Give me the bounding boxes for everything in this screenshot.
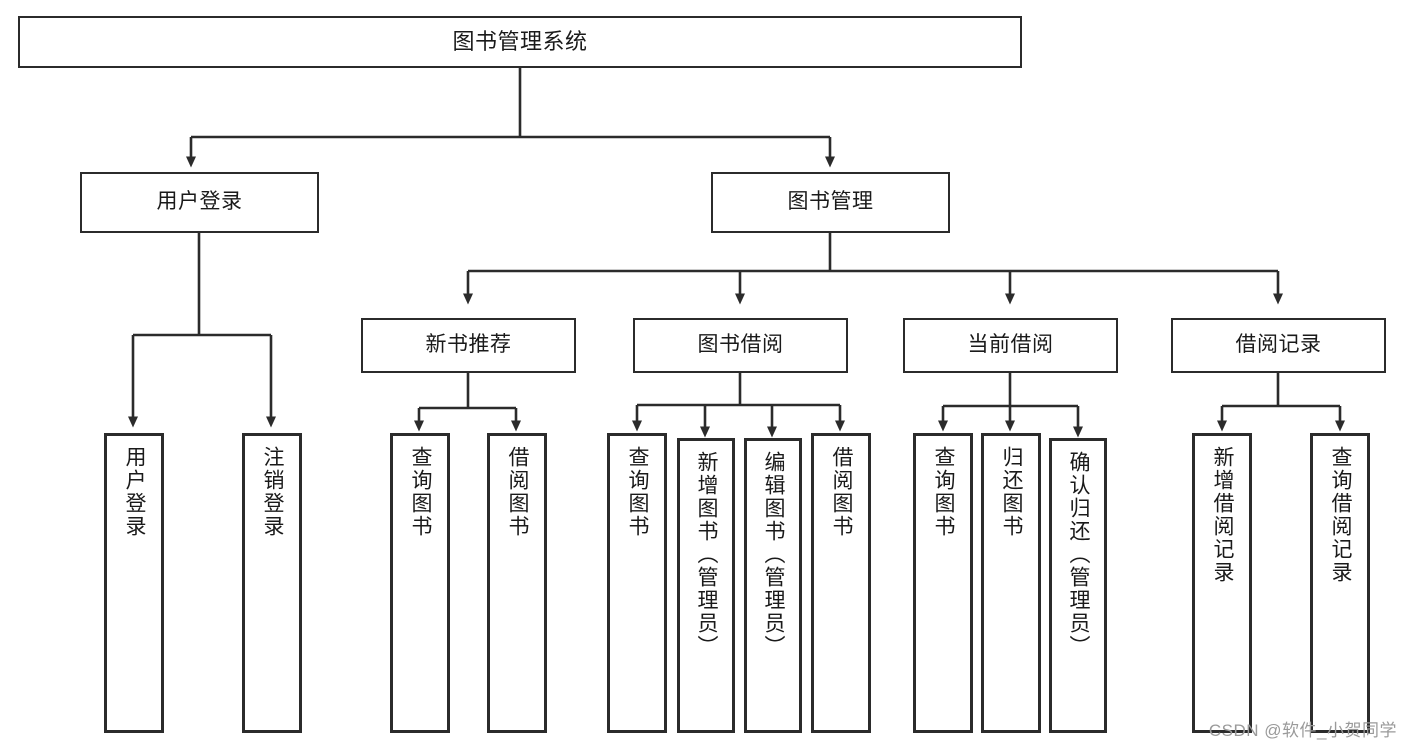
node-leaf-confirm-return-label: 确认归还（管理员） xyxy=(1067,451,1091,658)
node-leaf-return-book-label: 归还图书 xyxy=(1000,446,1024,538)
node-new-book-recommend[interactable]: 新书推荐 xyxy=(361,318,576,373)
node-leaf-query-record-label: 查询借阅记录 xyxy=(1329,446,1353,584)
node-leaf-query-book-2[interactable]: 查询图书 xyxy=(607,433,667,733)
node-borrow-record[interactable]: 借阅记录 xyxy=(1171,318,1386,373)
node-leaf-add-record[interactable]: 新增借阅记录 xyxy=(1192,433,1252,733)
node-leaf-logout-login[interactable]: 注销登录 xyxy=(242,433,302,733)
node-leaf-query-book-1-label: 查询图书 xyxy=(409,446,433,538)
node-leaf-borrow-book-2-label: 借阅图书 xyxy=(830,446,854,538)
node-leaf-borrow-book-2[interactable]: 借阅图书 xyxy=(811,433,871,733)
node-leaf-query-book-2-label: 查询图书 xyxy=(626,446,650,538)
node-borrow-record-label: 借阅记录 xyxy=(1235,333,1322,357)
node-current-borrow-label: 当前借阅 xyxy=(967,333,1054,357)
node-leaf-edit-book-label: 编辑图书（管理员） xyxy=(762,451,786,658)
node-leaf-return-book[interactable]: 归还图书 xyxy=(981,433,1041,733)
node-book-manage[interactable]: 图书管理 xyxy=(711,172,950,233)
node-leaf-query-book-3-label: 查询图书 xyxy=(932,446,956,538)
node-leaf-query-record[interactable]: 查询借阅记录 xyxy=(1310,433,1370,733)
node-leaf-query-book-3[interactable]: 查询图书 xyxy=(913,433,973,733)
node-leaf-query-book-1[interactable]: 查询图书 xyxy=(390,433,450,733)
node-book-manage-label: 图书管理 xyxy=(787,190,874,214)
node-current-borrow[interactable]: 当前借阅 xyxy=(903,318,1118,373)
node-new-book-recommend-label: 新书推荐 xyxy=(425,333,512,357)
node-leaf-user-login[interactable]: 用户登录 xyxy=(104,433,164,733)
node-leaf-add-book[interactable]: 新增图书（管理员） xyxy=(677,438,735,733)
node-leaf-borrow-book-1[interactable]: 借阅图书 xyxy=(487,433,547,733)
node-leaf-add-book-label: 新增图书（管理员） xyxy=(695,451,719,658)
node-root[interactable]: 图书管理系统 xyxy=(18,16,1022,68)
node-user-login-label: 用户登录 xyxy=(156,190,243,214)
node-leaf-edit-book[interactable]: 编辑图书（管理员） xyxy=(744,438,802,733)
node-book-borrow-label: 图书借阅 xyxy=(697,333,784,357)
node-leaf-confirm-return[interactable]: 确认归还（管理员） xyxy=(1049,438,1107,733)
node-leaf-borrow-book-1-label: 借阅图书 xyxy=(506,446,530,538)
node-leaf-add-record-label: 新增借阅记录 xyxy=(1211,446,1235,584)
watermark-text: CSDN @软件_小贺同学 xyxy=(1208,721,1397,740)
node-user-login[interactable]: 用户登录 xyxy=(80,172,319,233)
node-book-borrow[interactable]: 图书借阅 xyxy=(633,318,848,373)
node-leaf-logout-login-label: 注销登录 xyxy=(261,446,285,538)
node-root-label: 图书管理系统 xyxy=(452,29,588,55)
node-leaf-user-login-label: 用户登录 xyxy=(123,446,147,538)
